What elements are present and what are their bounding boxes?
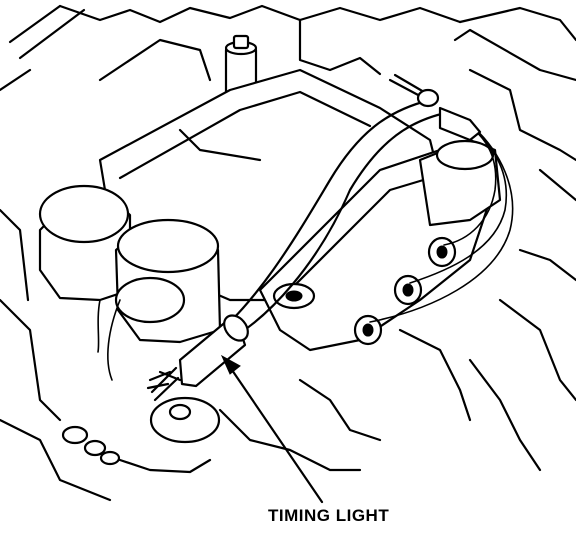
timing-light-label: TIMING LIGHT	[268, 506, 390, 525]
distributor	[418, 138, 502, 227]
crank-pulley	[61, 396, 221, 466]
engine-bay-outline	[0, 4, 576, 502]
timing-light	[146, 314, 249, 402]
timing-light-leads	[388, 73, 482, 142]
spark-plug-boots	[353, 236, 457, 346]
ignition-wires	[97, 98, 514, 381]
callout-leader	[220, 354, 324, 504]
front-pulleys	[38, 184, 222, 344]
